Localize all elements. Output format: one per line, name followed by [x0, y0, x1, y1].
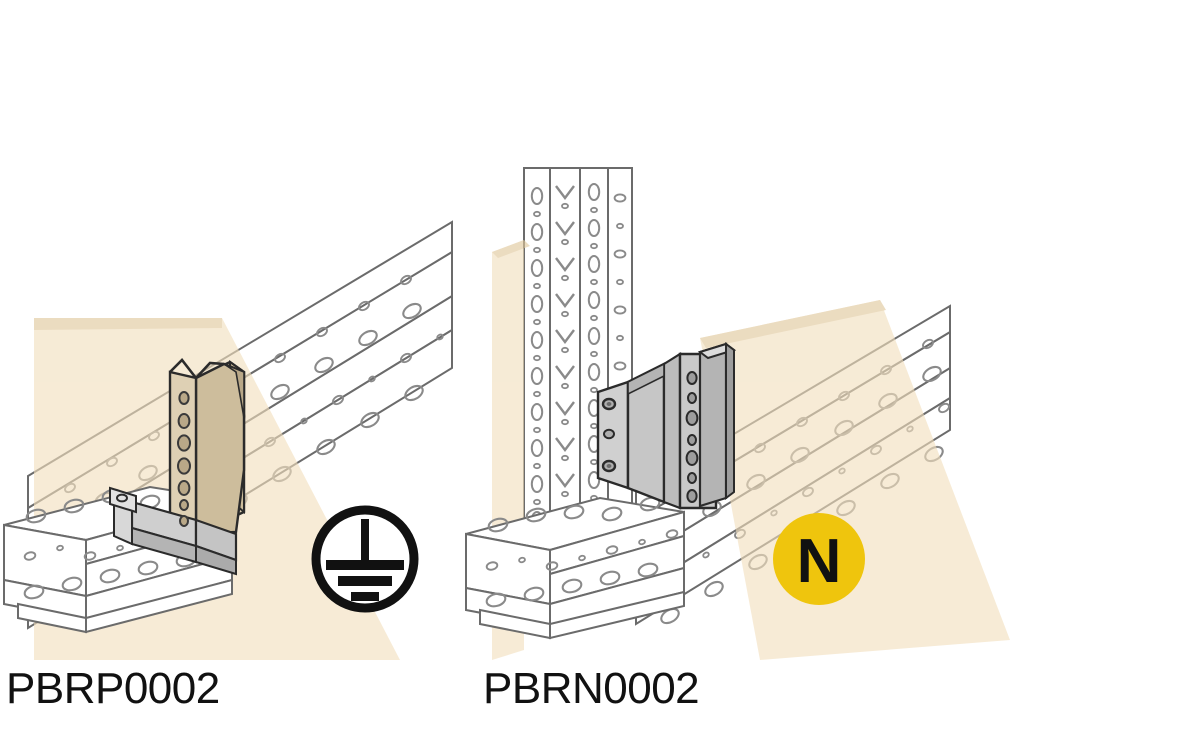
- neutral-badge: N: [773, 513, 865, 605]
- assembly-right: N: [465, 167, 1010, 660]
- assembly-left: [3, 220, 453, 660]
- horizontal-perforated-rail-right: [465, 494, 685, 640]
- bracket-hole-column: [685, 371, 699, 503]
- neutral-bracket-right: [596, 342, 737, 510]
- svg-text:N: N: [797, 527, 842, 596]
- earthing-bracket-left: [109, 358, 246, 576]
- protective-earth-symbol: [311, 505, 419, 613]
- bracket-fastener-holes: [601, 397, 617, 473]
- part-label-right: PBRN0002: [483, 664, 700, 713]
- part-label-left: PBRP0002: [6, 664, 220, 713]
- bracket-hole-column: [177, 391, 191, 527]
